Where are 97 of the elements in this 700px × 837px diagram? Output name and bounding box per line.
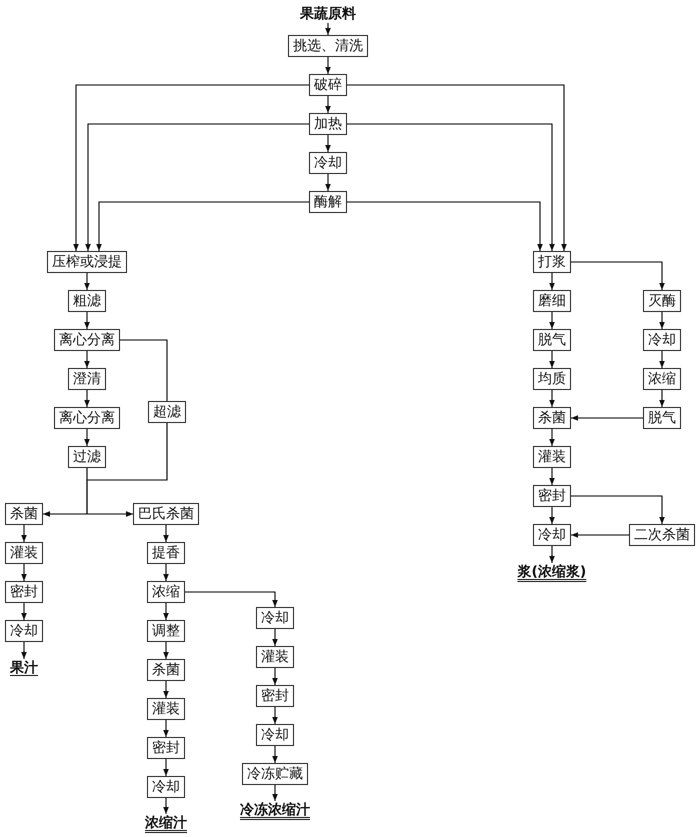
process-step: 澄清	[68, 368, 106, 390]
arrow	[659, 312, 665, 329]
arrow	[325, 96, 331, 113]
arrow	[571, 495, 665, 524]
arrow	[85, 123, 309, 251]
process-step: 杀菌	[147, 659, 185, 681]
product-text: 冷冻浓缩汁	[238, 801, 312, 819]
arrow	[549, 429, 555, 446]
process-step: 挑选、清洗	[288, 35, 368, 57]
process-step: 冷冻贮藏	[242, 763, 308, 785]
process-step: 超滤	[148, 401, 186, 423]
process-step: 磨细	[533, 290, 571, 312]
arrow	[347, 201, 543, 251]
process-step: 脱气	[533, 329, 571, 351]
process-step: 冷却	[533, 524, 571, 546]
arrow	[571, 532, 629, 538]
arrow	[163, 798, 169, 814]
arrow	[84, 351, 90, 368]
process-step: 离心分离	[54, 407, 120, 429]
arrow	[325, 135, 331, 152]
arrow	[21, 603, 27, 620]
process-step: 浓缩	[643, 368, 681, 390]
arrow	[96, 201, 309, 251]
process-step: 离心分离	[54, 329, 120, 351]
process-step: 冷却	[147, 776, 185, 798]
process-step: 冷却	[256, 724, 294, 746]
arrow	[549, 546, 555, 563]
arrow	[549, 273, 555, 290]
arrow	[549, 312, 555, 329]
process-step: 浓缩	[147, 581, 185, 603]
process-step: 冷却	[5, 620, 43, 642]
process-step: 粗滤	[68, 290, 106, 312]
arrow	[163, 564, 169, 581]
arrow	[325, 174, 331, 191]
process-step: 冷却	[309, 152, 347, 174]
arrow	[549, 507, 555, 524]
arrow	[84, 273, 90, 290]
arrow	[185, 591, 278, 607]
process-step: 灌装	[147, 698, 185, 720]
arrow	[163, 603, 169, 620]
arrow	[163, 642, 169, 659]
process-step: 加热	[309, 113, 347, 135]
arrow	[272, 629, 278, 646]
arrow	[163, 759, 169, 776]
arrow	[571, 261, 665, 290]
product-text: 浓缩汁	[143, 814, 189, 832]
product-text: 浆(浓缩浆)	[516, 563, 588, 581]
arrow	[659, 351, 665, 368]
process-step: 冷却	[643, 329, 681, 351]
process-step: 密封	[256, 685, 294, 707]
process-step: 二次杀菌	[629, 524, 695, 546]
process-step: 杀菌	[5, 503, 43, 525]
arrow	[549, 468, 555, 485]
arrow	[549, 390, 555, 407]
arrow	[347, 123, 555, 251]
process-step: 脱气	[643, 407, 681, 429]
arrow	[659, 390, 665, 407]
process-step: 灌装	[5, 542, 43, 564]
start-text: 果蔬原料	[298, 5, 358, 23]
process-step: 灌装	[256, 646, 294, 668]
process-step: 均质	[533, 368, 571, 390]
arrow	[163, 525, 169, 542]
process-step: 灌装	[533, 446, 571, 468]
arrow	[163, 720, 169, 737]
arrow	[21, 564, 27, 581]
arrow	[21, 525, 27, 542]
process-step: 密封	[533, 485, 571, 507]
arrow	[21, 642, 27, 659]
arrow	[272, 785, 278, 801]
process-step: 密封	[147, 737, 185, 759]
process-step: 打浆	[533, 251, 571, 273]
arrow	[325, 57, 331, 74]
arrow	[86, 423, 168, 517]
process-step: 巴氏杀菌	[133, 503, 199, 525]
process-step: 杀菌	[533, 407, 571, 429]
process-step: 酶解	[309, 191, 347, 213]
arrow	[347, 84, 567, 251]
arrow	[272, 746, 278, 763]
process-step: 提香	[147, 542, 185, 564]
arrow	[272, 707, 278, 724]
process-step: 压榨或浸提	[47, 251, 127, 273]
arrow	[73, 84, 309, 251]
process-step: 破碎	[309, 74, 347, 96]
arrow	[84, 429, 90, 446]
arrow	[549, 351, 555, 368]
process-step: 过滤	[68, 446, 106, 468]
arrow	[571, 415, 643, 421]
process-step: 冷却	[256, 607, 294, 629]
process-step: 密封	[5, 581, 43, 603]
arrow	[84, 312, 90, 329]
arrow	[272, 668, 278, 685]
process-step: 灭酶	[643, 290, 681, 312]
arrow	[84, 390, 90, 407]
product-text: 果汁	[8, 659, 40, 677]
arrow	[325, 23, 331, 35]
process-step: 调整	[147, 620, 185, 642]
arrow	[163, 681, 169, 698]
